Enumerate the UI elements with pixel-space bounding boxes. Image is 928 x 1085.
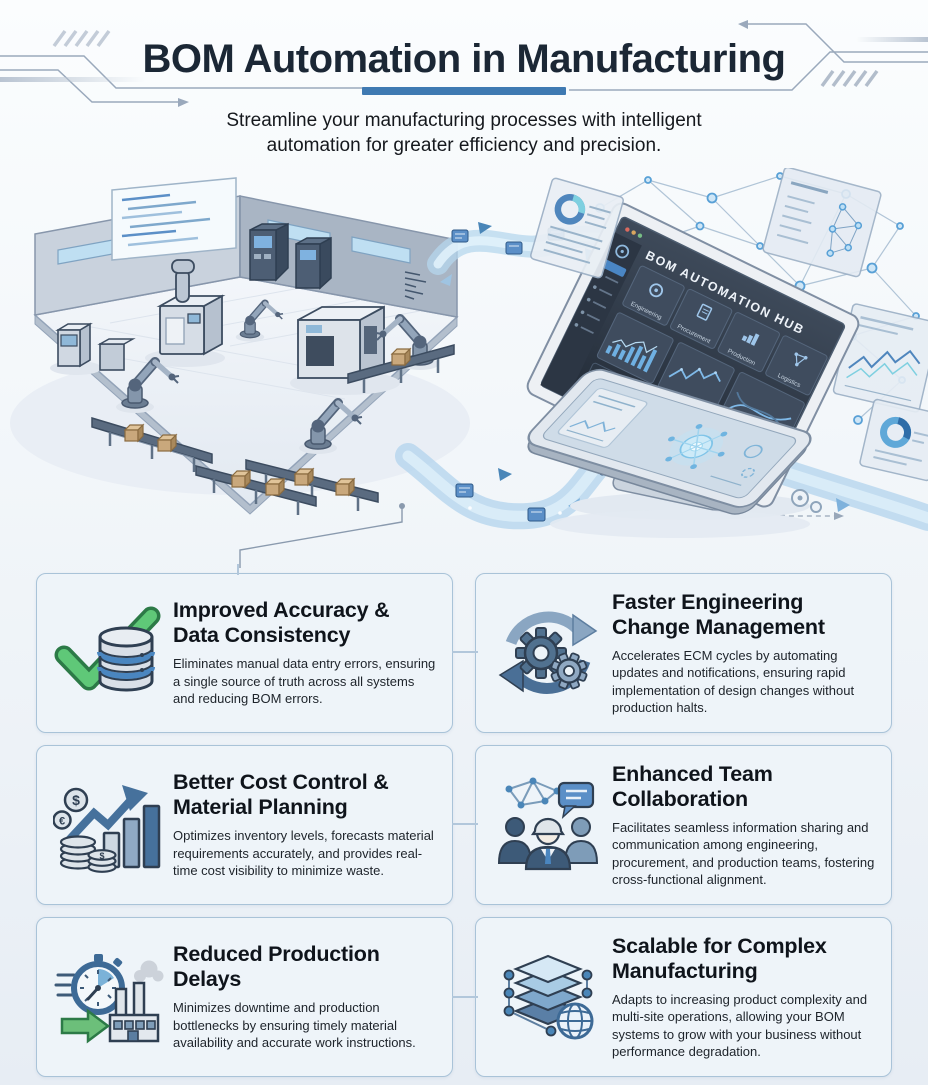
card-body: Minimizes downtime and production bottle…	[173, 1000, 416, 1051]
gears-cycle-icon	[484, 603, 612, 703]
card-faster-ecm: Faster Engineering Change Management Acc…	[475, 573, 892, 733]
duct-machine	[145, 259, 226, 367]
gear-pair-icon	[791, 489, 822, 513]
wall-signage-lines	[404, 271, 427, 300]
flow-arrow-icon	[836, 498, 850, 512]
card-cost-control: $ € $ Better Cost Control & Material Pla…	[36, 745, 453, 905]
gear-logo-icon	[615, 244, 630, 259]
dollar-symbol-small: $	[99, 851, 104, 861]
floating-panel-donut	[859, 398, 928, 482]
team-collaboration-icon	[484, 775, 612, 875]
card-title: Reduced Production Delays	[173, 942, 380, 992]
conveyor-belts	[91, 344, 455, 515]
green-arrow-icon	[60, 1008, 111, 1044]
flow-arrow-icon	[478, 222, 492, 234]
card-team-collaboration: Enhanced Team Collaboration Facilitates …	[475, 745, 892, 905]
connector-stub	[452, 823, 478, 825]
flow-arrow-icon	[498, 468, 512, 481]
floating-panel-donut-left	[530, 177, 624, 279]
card-body: Accelerates ECM cycles by automating upd…	[612, 647, 855, 716]
bar-chart-icon	[741, 335, 748, 342]
flow-arrow-icon	[440, 274, 452, 286]
card-scalable: Scalable for Complex Manufacturing Adapt…	[475, 917, 892, 1077]
card-body: Facilitates seamless information sharing…	[612, 819, 875, 888]
clock-wedge	[98, 969, 114, 988]
chat-bubble-icon	[557, 781, 595, 809]
page-title: BOM Automation in Manufacturing	[142, 37, 786, 81]
floating-panel-network	[762, 168, 882, 278]
check-database-icon	[45, 603, 173, 703]
hero-illustration: BOM Automation Hub Engineering Procureme…	[10, 168, 928, 568]
dollar-symbol: $	[72, 792, 80, 808]
euro-symbol: €	[59, 816, 65, 828]
card-title: Scalable for Complex Manufacturing	[612, 933, 827, 983]
central-machine	[290, 305, 400, 395]
module-tile-logistics: Logistics	[765, 335, 828, 396]
factory-machines	[50, 222, 455, 515]
stopwatch-factory-icon	[45, 947, 173, 1047]
gear-icon	[649, 283, 664, 298]
factory-floor-illustration	[10, 177, 470, 515]
code-panel	[111, 177, 237, 261]
title-accent-bar	[362, 87, 566, 95]
card-body: Adapts to increasing product complexity …	[612, 991, 868, 1060]
subtitle-line1: Streamline your manufacturing processes …	[226, 110, 702, 131]
sidebar-active-item	[602, 259, 627, 277]
control-tablet	[527, 368, 812, 538]
header: BOM Automation in Manufacturing Streamli…	[0, 0, 928, 168]
sidebar-menu-items	[574, 272, 619, 334]
card-improved-accuracy: Improved Accuracy & Data Consistency Eli…	[36, 573, 453, 733]
document-icon	[696, 303, 713, 321]
connector-stub	[452, 996, 478, 998]
kiosk-terminal	[50, 322, 136, 375]
control-cabinets	[249, 222, 332, 290]
page-subtitle: Streamline your manufacturing processes …	[0, 108, 928, 158]
card-reduced-delays: Reduced Production Delays Minimizes down…	[36, 917, 453, 1077]
dial-icon	[743, 444, 763, 459]
hard-hat-icon	[530, 817, 566, 836]
subtitle-line2: automation for greater efficiency and pr…	[266, 135, 662, 156]
layers-globe-icon	[484, 947, 612, 1047]
card-title: Better Cost Control & Material Planning	[173, 770, 389, 820]
card-title: Enhanced Team Collaboration	[612, 761, 773, 811]
card-title: Faster Engineering Change Management	[612, 589, 825, 639]
benefit-cards-grid: Improved Accuracy & Data Consistency Eli…	[36, 573, 892, 1077]
card-title: Improved Accuracy & Data Consistency	[173, 598, 390, 648]
cost-growth-icon: $ € $	[45, 775, 173, 875]
connector-stub	[452, 651, 478, 653]
card-body: Optimizes inventory levels, forecasts ma…	[173, 828, 434, 879]
connector-stub	[237, 564, 239, 575]
card-body: Eliminates manual data entry errors, ens…	[173, 656, 436, 707]
